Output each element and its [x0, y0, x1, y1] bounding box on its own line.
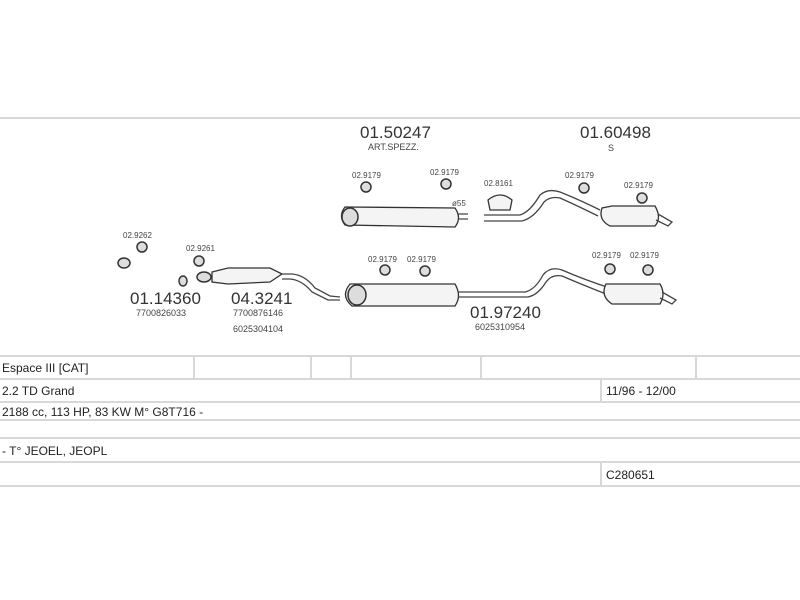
gasket-icon [136, 241, 148, 253]
top-divider [0, 117, 800, 119]
table-row-code: C280651 [0, 461, 800, 487]
oe-ref: 6025310954 [475, 322, 525, 332]
clamp-code: 02.9179 [352, 171, 381, 180]
code-cell: C280651 [606, 468, 655, 482]
diameter: ø55 [452, 199, 466, 208]
clamp-code: 02.9179 [430, 168, 459, 177]
part-code: 01.14360 [130, 289, 201, 308]
bracket-code: 02.8161 [484, 179, 513, 188]
bottom-divider [0, 485, 800, 487]
oe-ref: 7700826033 [136, 308, 186, 318]
clamp-code: 02.9179 [565, 171, 594, 180]
part-code: 01.97240 [470, 303, 541, 322]
catalyst [193, 255, 341, 301]
gasket-code: 02.9261 [186, 244, 215, 253]
clamp-code: 02.9179 [630, 251, 659, 260]
part-code: 01.60498 [580, 123, 651, 142]
complete-rear-system [344, 263, 678, 307]
front-pipe [117, 241, 188, 287]
table-row-types: - T° JEOEL, JEOPL [0, 437, 800, 463]
flange-icon [117, 257, 131, 269]
gasket-icon [193, 255, 205, 267]
oe-ref: 6025304104 [233, 324, 283, 334]
table-row-empty [0, 419, 800, 439]
bracket-icon [487, 194, 513, 211]
part-code: 04.3241 [231, 289, 292, 308]
part-note: ART.SPEZZ. [368, 142, 419, 152]
gasket-code: 02.9262 [123, 231, 152, 240]
clamp-code: 02.9179 [368, 255, 397, 264]
clamp-code: 02.9179 [407, 255, 436, 264]
clamp-code: 02.9179 [592, 251, 621, 260]
types-cell: - T° JEOEL, JEOPL [2, 444, 108, 458]
rear-silencer [484, 182, 674, 227]
engine-cell: 2.2 TD Grand [2, 384, 75, 398]
oe-ref: 7700876146 [233, 308, 283, 318]
table-row-model: Espace III [CAT] [0, 355, 800, 379]
part-code: 01.50247 [360, 123, 431, 142]
table-row-engine: 2.2 TD Grand 11/96 - 12/00 [0, 378, 800, 402]
model-cell: Espace III [CAT] [2, 361, 89, 375]
table-row-specs: 2188 cc, 113 HP, 83 KW M° G8T716 - [0, 401, 800, 421]
years-cell: 11/96 - 12/00 [606, 384, 676, 398]
center-silencer [340, 178, 468, 228]
specs-cell: 2188 cc, 113 HP, 83 KW M° G8T716 - [2, 405, 204, 419]
clamp-code: 02.9179 [624, 181, 653, 190]
part-note: S [608, 143, 614, 153]
